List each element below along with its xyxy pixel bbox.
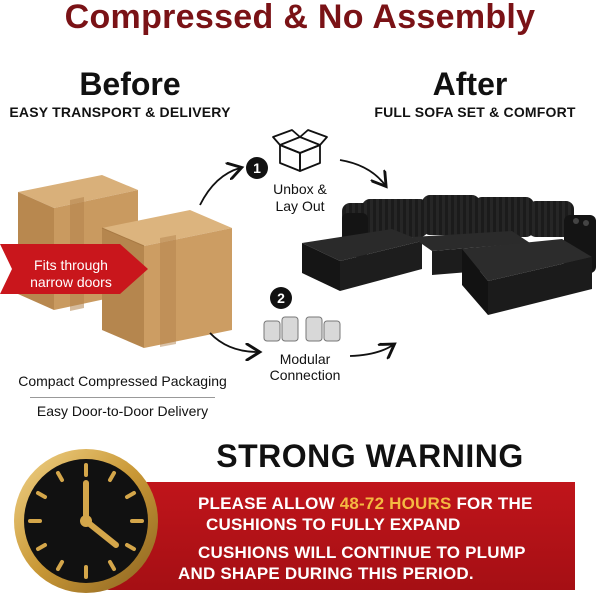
step-1-label-line-2: Lay Out — [275, 198, 325, 214]
clock-icon — [14, 449, 158, 593]
warning-line-1-post: FOR THE — [451, 494, 533, 513]
warning-banner — [100, 482, 575, 590]
warning-hours-highlight: 48-72 HOURS — [339, 494, 452, 513]
red-ribbon-arrow — [0, 244, 148, 294]
step-2-label-line-2: Connection — [269, 367, 341, 383]
modular-sofa-icon — [263, 316, 341, 342]
ribbon-line-2: narrow doors — [30, 274, 112, 290]
caption-divider — [30, 397, 215, 398]
warning-line-1: PLEASE ALLOW 48-72 HOURS FOR THE — [198, 494, 532, 514]
step-2-label-line-1: Modular — [279, 351, 331, 367]
step-1-label-line-1: Unbox & — [273, 181, 327, 197]
sectional-sofa-image — [302, 195, 596, 315]
warning-line-4: AND SHAPE DURING THIS PERIOD. — [178, 564, 474, 583]
warning-line-1-pre: PLEASE ALLOW — [198, 494, 340, 513]
step-1-number: 1 — [246, 157, 268, 179]
page-headline: Compressed & No Assembly — [64, 0, 536, 36]
before-subtitle: EASY TRANSPORT & DELIVERY — [9, 104, 231, 120]
after-subtitle: FULL SOFA SET & COMFORT — [374, 104, 576, 120]
step-2-number: 2 — [270, 287, 292, 309]
after-title: After — [432, 66, 508, 102]
warning-line-2: CUSHIONS TO FULLY EXPAND — [206, 515, 461, 534]
caption-delivery: Easy Door-to-Door Delivery — [36, 403, 209, 419]
before-title: Before — [79, 66, 181, 102]
open-box-icon — [272, 129, 328, 172]
warning-line-3: CUSHIONS WILL CONTINUE TO PLUMP — [198, 543, 526, 562]
caption-packaging: Compact Compressed Packaging — [18, 373, 227, 389]
ribbon-line-1: Fits through — [34, 257, 108, 273]
warning-title: STRONG WARNING — [216, 438, 524, 474]
